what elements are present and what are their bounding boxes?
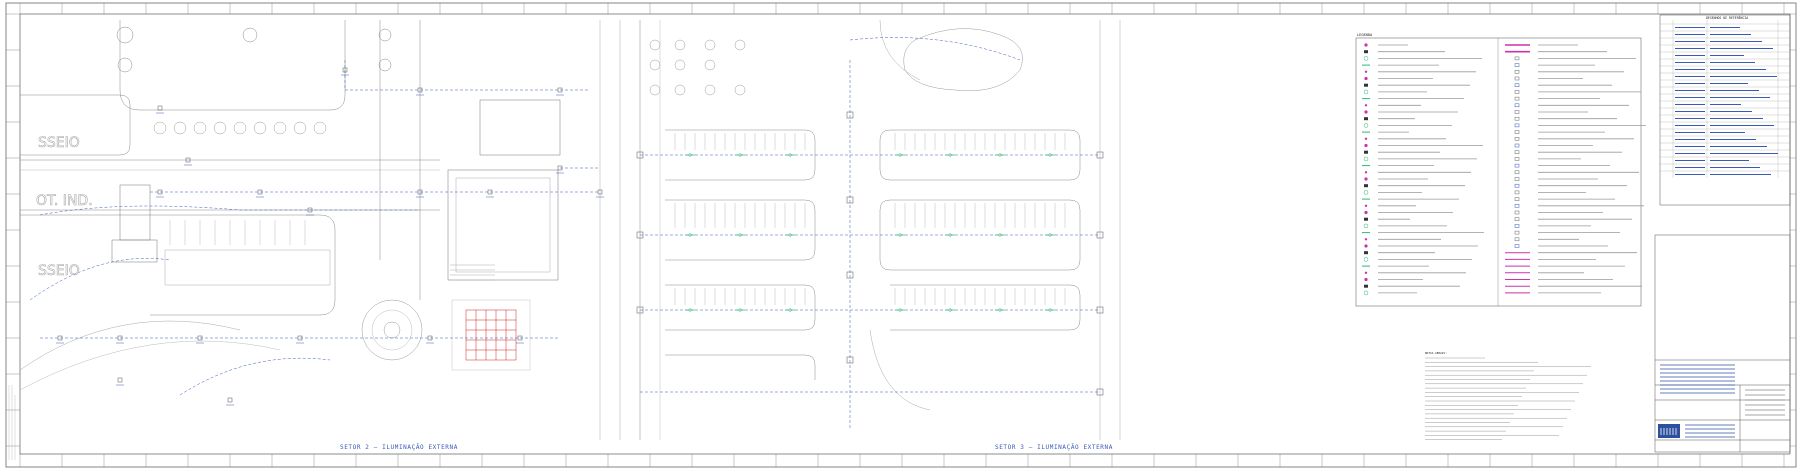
pole-symbol [846,356,854,364]
pole-symbol [846,196,854,204]
luminaire-symbol [157,105,163,111]
legend-right-column [1505,44,1646,294]
luminaire-symbol [227,397,233,403]
pole-symbol [846,111,854,119]
pole-symbol [636,306,644,314]
title-block-details [1660,364,1785,438]
luminaire-symbol [307,207,313,213]
luminaire-symbol [57,335,63,341]
luminaire-symbol [157,189,163,195]
legend-left-column [1362,43,1484,296]
luminaire-symbol [557,87,563,93]
luminaire-symbol [342,67,348,73]
pole-symbol [636,231,644,239]
general-notes: NOTAS GERAIS: [1425,351,1591,440]
side-notes-strip [8,385,16,460]
luminaire-symbols-right [636,111,1104,396]
luminaire-symbol [197,335,203,341]
pole-symbol [1096,231,1104,239]
company-logo-mark [1660,428,1677,435]
lighting-circuits-left [29,60,600,396]
luminaire-symbol [487,189,493,195]
company-logo [1658,424,1680,438]
luminaire-symbols-left [56,67,604,406]
left-site-plan [19,20,621,440]
legend-frame [1355,37,1642,307]
luminaire-symbol [117,335,123,341]
luminaire-symbol [257,189,263,195]
caption-setor-2: SETOR 2 — ILUMINAÇÃO EXTERNA [340,444,458,451]
area-label-1: SSEIO [38,135,80,151]
inner-border [19,13,1791,455]
luminaire-symbol [417,87,423,93]
pole-symbol [1096,151,1104,159]
reference-drawings-table: DESENHOS DE REFERÊNCIA [1659,14,1791,206]
legend-title: LEGENDA [1357,33,1373,37]
grid-reference-ticks [6,3,1796,467]
luminaire-symbol [417,189,423,195]
pole-symbol [846,271,854,279]
notes-title: NOTAS GERAIS: [1425,351,1447,355]
outer-border [5,2,1797,468]
area-label-3: SSEIO [38,263,80,279]
luminaire-symbol [427,335,433,341]
reference-table-title: DESENHOS DE REFERÊNCIA [1706,15,1748,20]
luminaire-symbol [297,335,303,341]
caption-setor-3: SETOR 3 — ILUMINAÇÃO EXTERNA [995,444,1113,451]
luminaire-symbol [597,189,603,195]
pole-symbol [1096,306,1104,314]
pole-symbol [1096,388,1104,396]
area-label-2: OT. IND. [36,193,93,209]
title-block [1654,234,1791,453]
red-tile-grid [465,309,517,361]
luminaire-symbol [185,157,191,163]
pole-symbol [636,151,644,159]
lighting-circuits-right [640,37,1100,430]
right-site-plan [639,19,1121,440]
legend-panel: LEGENDA [1355,33,1646,307]
luminaire-symbol [517,335,523,341]
luminaire-symbol [117,377,123,383]
luminaire-symbol [557,165,563,171]
